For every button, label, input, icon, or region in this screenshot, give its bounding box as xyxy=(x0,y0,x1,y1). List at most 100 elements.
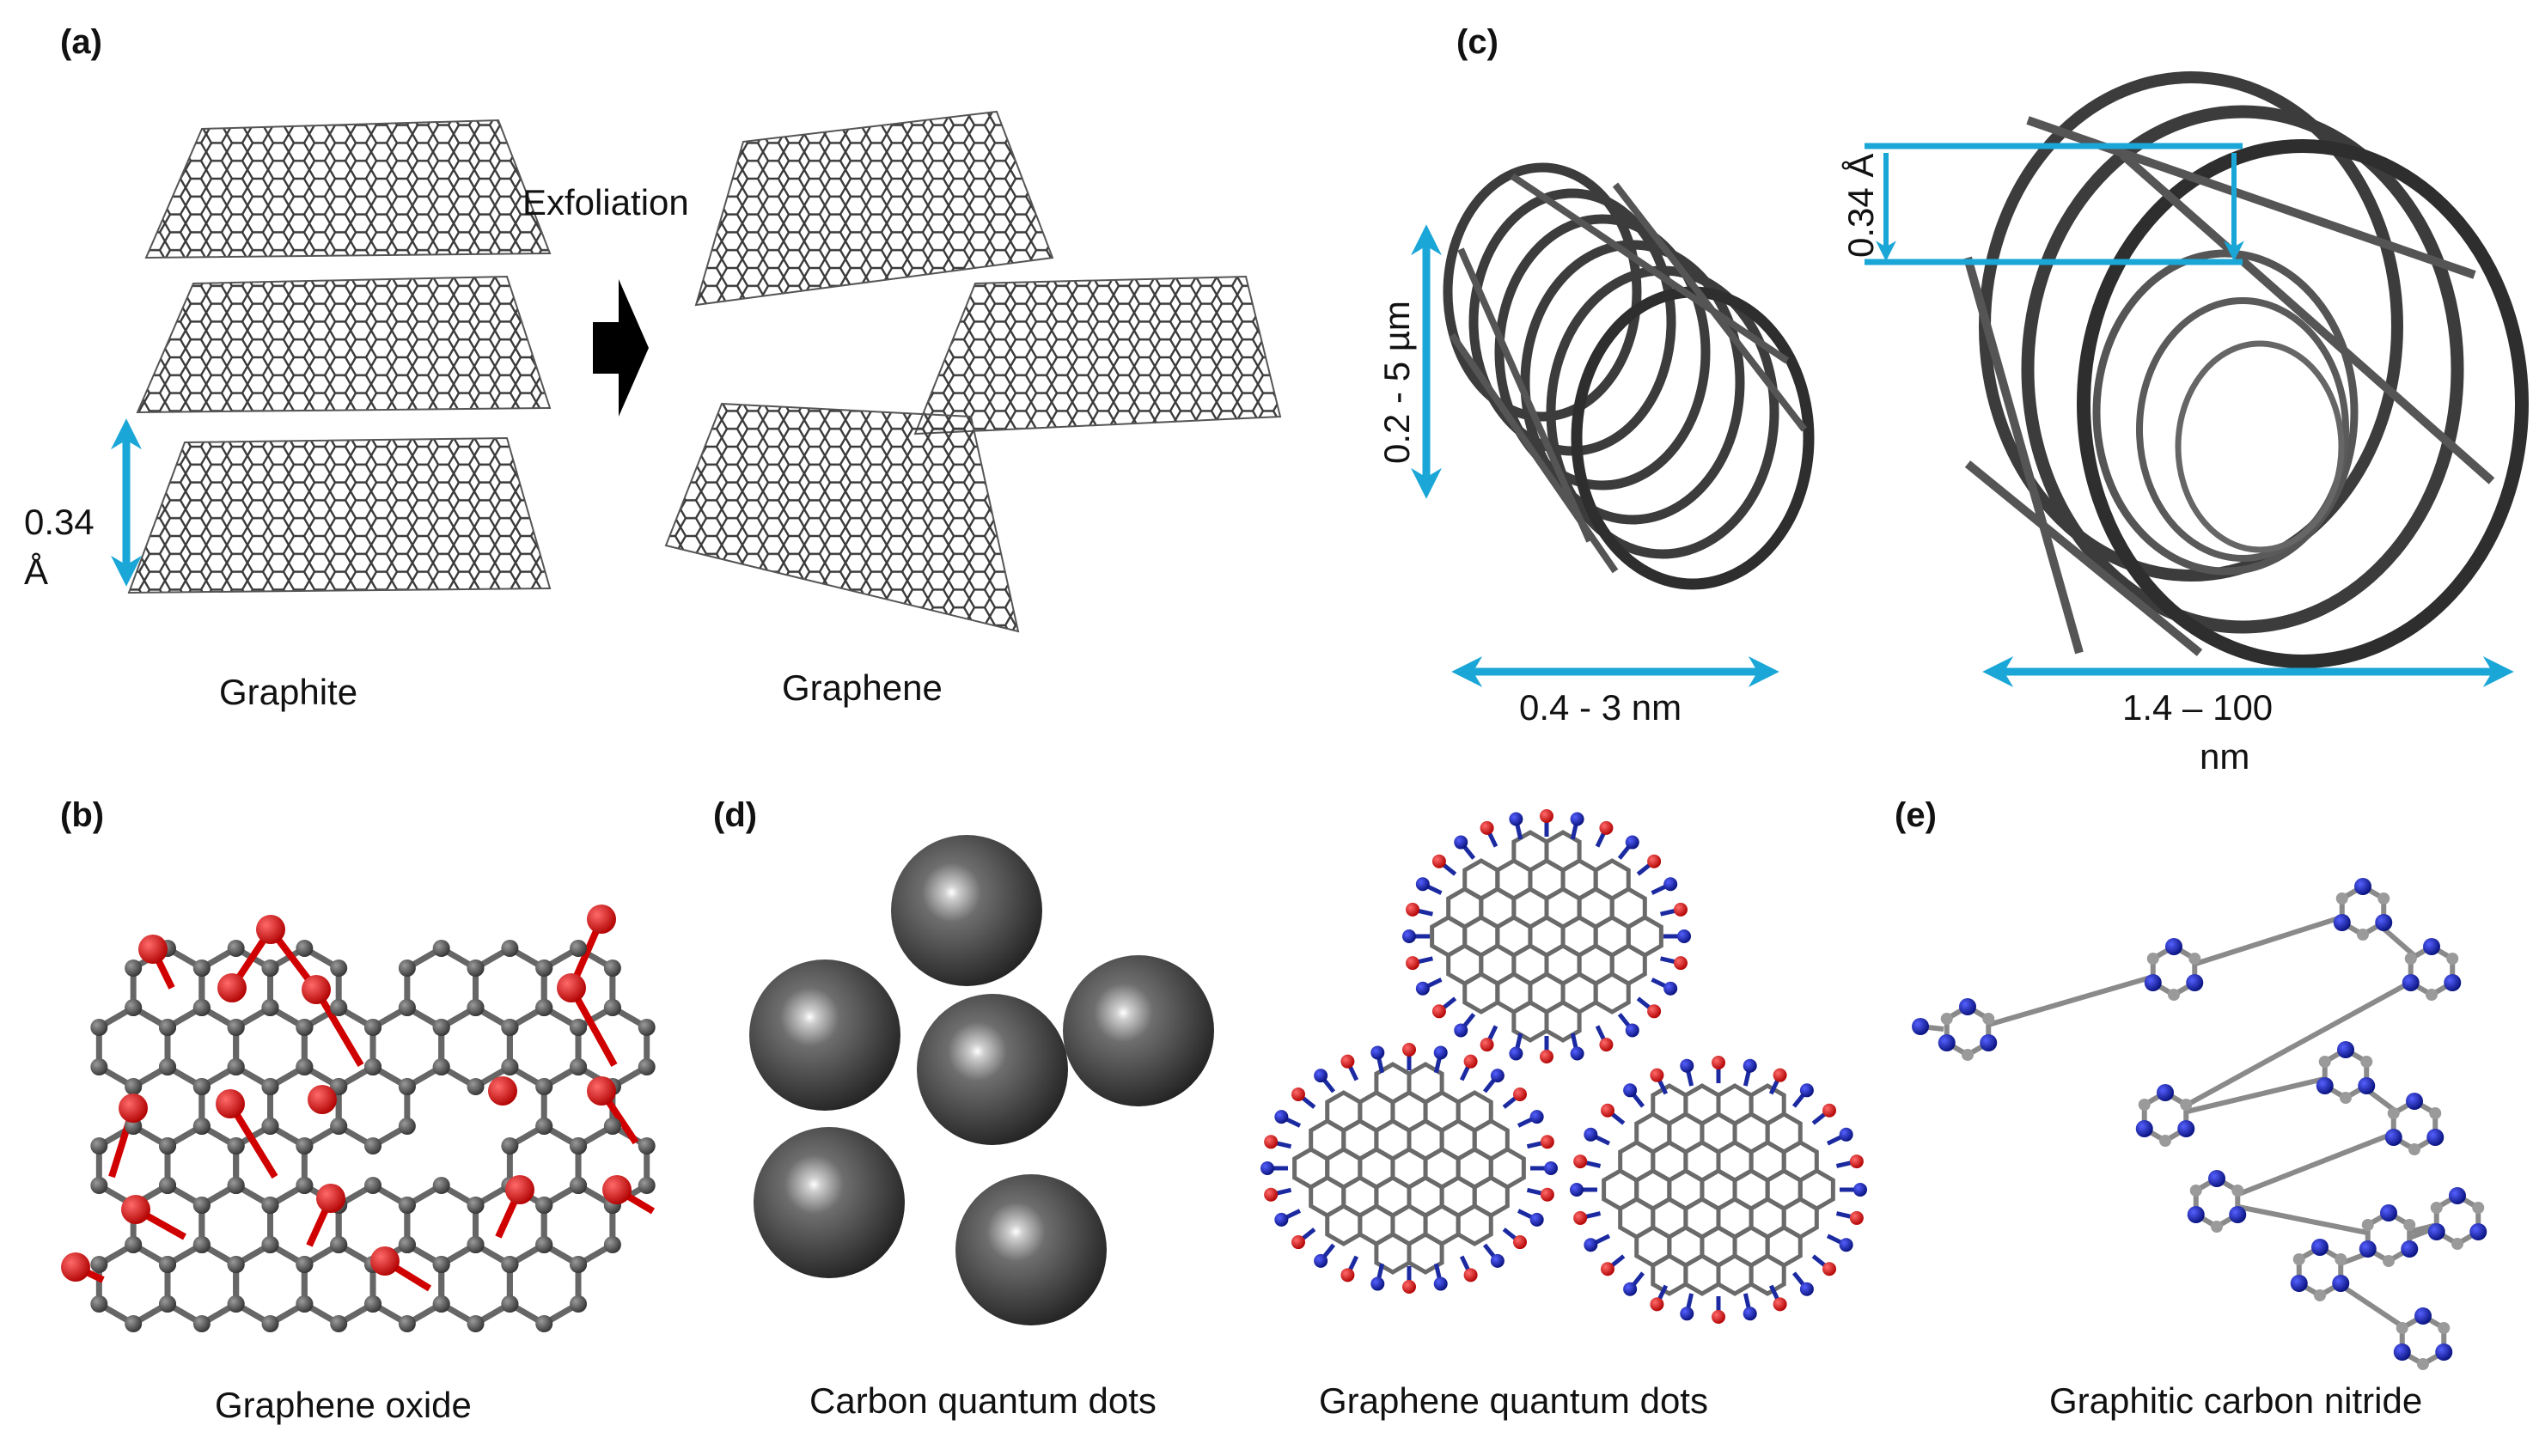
nitrogen-atom xyxy=(2427,1223,2445,1240)
gcn-link xyxy=(2164,968,2433,1119)
carbon-atom xyxy=(2357,929,2369,941)
oxygen-atom xyxy=(1650,1068,1664,1082)
panel-e-label: (e) xyxy=(1895,796,1937,834)
carbon-atom xyxy=(570,1177,588,1194)
nitrogen-atom xyxy=(2135,1120,2153,1137)
oxygen-atom xyxy=(1849,1210,1864,1225)
oxygen-atom xyxy=(256,915,285,944)
nitrogen-atom xyxy=(2414,1307,2432,1325)
nitrogen-atom xyxy=(1529,1110,1544,1124)
carbon-atom xyxy=(2188,953,2201,965)
carbon-atom xyxy=(398,1236,416,1253)
carbon-atom xyxy=(261,999,279,1016)
carbon-atom xyxy=(535,1078,553,1095)
carbon-atom xyxy=(1982,1013,1995,1025)
carbon-atom xyxy=(2403,1219,2416,1231)
oxygen-atom xyxy=(587,1076,616,1106)
carbon-atom xyxy=(398,1315,416,1332)
carbon-atom xyxy=(159,1058,176,1075)
carbon-atom xyxy=(467,999,485,1016)
nitrogen-atom xyxy=(1314,1069,1328,1083)
oxygen-atom xyxy=(1340,1054,1355,1069)
carbon-ring xyxy=(506,1240,582,1328)
carbon-atom xyxy=(90,1058,108,1075)
carbon-atom xyxy=(570,940,588,957)
panel-c: (c) 0.2 - 5 µm 0.4 - 3 nm xyxy=(1376,23,2529,777)
oxygen-atom xyxy=(1291,1087,1305,1101)
carbon-atom xyxy=(2430,1202,2443,1214)
nitrogen-atom xyxy=(1490,1253,1505,1268)
oxygen-atom xyxy=(1340,1268,1355,1282)
carbon-atom xyxy=(2408,1143,2420,1155)
carbon-atom xyxy=(398,1118,416,1135)
carbon-atom xyxy=(192,1315,211,1332)
carbon-ring xyxy=(438,1240,513,1328)
carbon-atom xyxy=(2377,892,2390,905)
carbon-atom xyxy=(432,1019,450,1036)
nitrogen-atom xyxy=(1912,1018,1929,1035)
carbon-atom xyxy=(535,959,553,977)
carbon-atom xyxy=(192,1078,211,1095)
cqd-sphere-bottom xyxy=(955,1174,1107,1325)
graphene-sheet-3 xyxy=(664,402,1020,633)
nitrogen-atom xyxy=(2311,1239,2329,1256)
carbon-atom xyxy=(501,1295,519,1313)
carbon-atom xyxy=(2429,1107,2442,1119)
oxygen-atom xyxy=(1431,854,1446,868)
carbon-atom xyxy=(467,1197,485,1214)
carbon-atom xyxy=(192,959,211,977)
carbon-atom xyxy=(296,1058,314,1075)
carbon-atom xyxy=(2180,1099,2193,1111)
carbon-ring xyxy=(1544,1000,1582,1043)
nitrogen-atom xyxy=(1509,1046,1523,1061)
carbon-atom xyxy=(2159,1135,2171,1147)
oxygen-atom xyxy=(1540,1187,1554,1202)
nitrogen-atom xyxy=(2186,974,2204,991)
carbon-atom xyxy=(125,1236,143,1253)
nitrogen-atom xyxy=(1314,1253,1328,1268)
carbon-atom xyxy=(330,1236,348,1253)
carbon-atom xyxy=(432,1295,450,1313)
carbon-atom xyxy=(2211,1221,2223,1233)
carbon-atom xyxy=(227,1058,245,1075)
nitrogen-atom xyxy=(2354,878,2371,895)
nitrogen-atom xyxy=(2208,1170,2225,1187)
nitrogen-atom xyxy=(1584,1127,1598,1142)
nitrogen-atom xyxy=(1677,929,1691,943)
nitrogen-atom xyxy=(1938,1034,1956,1051)
graphene-oxide-oxygen-atoms xyxy=(61,905,632,1282)
oxygen-atom xyxy=(138,935,168,964)
nitrogen-atom xyxy=(1663,877,1678,892)
oxygen-bond xyxy=(313,987,364,1068)
carbon-atom xyxy=(227,940,245,957)
carbon-atom xyxy=(296,1295,314,1313)
carbon-atom xyxy=(501,940,519,957)
graphene-caption: Graphene xyxy=(782,667,943,708)
oxygen-atom xyxy=(1599,1038,1614,1052)
carbon-atom xyxy=(467,1315,485,1332)
carbon-atom xyxy=(2446,953,2459,965)
nitrogen-atom xyxy=(1625,835,1639,850)
carbon-atom xyxy=(261,1078,279,1095)
carbon-atom xyxy=(501,1058,519,1075)
oxygen-atom xyxy=(1291,1235,1305,1250)
carbon-ring xyxy=(438,1003,513,1091)
carbon-atom xyxy=(603,1236,621,1253)
carbon-atom xyxy=(364,1019,382,1036)
gcn-link xyxy=(1967,968,2175,1033)
carbon-atom xyxy=(2335,1253,2347,1265)
nitrogen-atom xyxy=(1544,1161,1558,1175)
nitrogen-atom xyxy=(1743,1058,1757,1073)
carbon-atom xyxy=(192,1197,211,1214)
carbon-atom xyxy=(90,1019,108,1036)
oxygen-atom xyxy=(370,1246,400,1276)
carbon-atom xyxy=(227,1256,245,1273)
nitrogen-atom xyxy=(2229,1206,2247,1223)
carbon-atom xyxy=(2168,989,2180,1001)
gcn-atoms xyxy=(1912,878,2487,1370)
carbon-ring xyxy=(1407,1232,1444,1275)
carbon-atom xyxy=(364,1058,382,1075)
nitrogen-atom xyxy=(2401,1240,2419,1258)
carbon-atom xyxy=(432,1058,450,1075)
nitrogen-atom xyxy=(1623,1083,1638,1098)
